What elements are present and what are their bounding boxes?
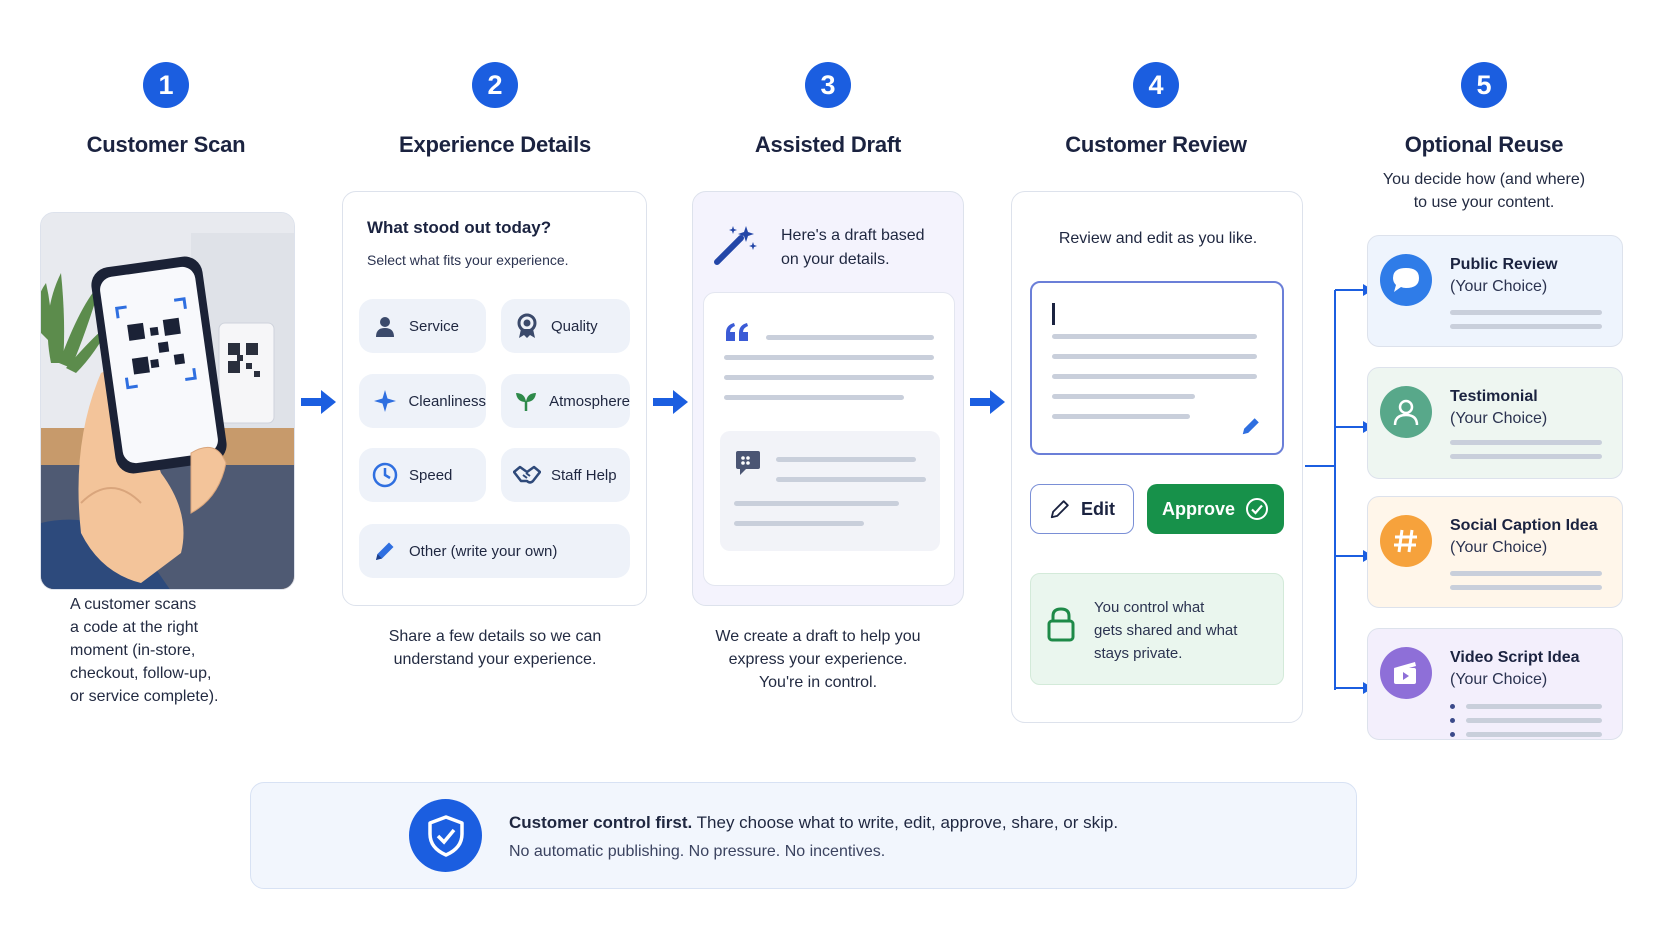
step-title: Assisted Draft (754, 132, 902, 157)
banner-line-2: No automatic publishing. No pressure. No… (509, 843, 886, 860)
clock-icon (371, 461, 399, 489)
reuse-testimonial[interactable]: Testimonial (Your Choice) (1367, 367, 1623, 479)
chip-quality[interactable]: Quality (501, 299, 630, 353)
step-number: 2 (472, 62, 518, 108)
arrow-right-icon (970, 390, 1005, 414)
comment-icon (734, 449, 762, 482)
edit-button[interactable]: Edit (1030, 484, 1134, 534)
person-icon (371, 312, 399, 340)
draft-caption: We create a draft to help you express yo… (715, 628, 921, 691)
hashtag-icon (1380, 515, 1432, 567)
arrow-right-icon (301, 390, 336, 414)
customer-control-banner: Customer control first. They choose what… (250, 782, 1357, 889)
experience-details-card: What stood out today? Select what fits y… (342, 191, 647, 606)
scan-caption: A customer scans a code at the right mom… (70, 596, 219, 705)
sparkle-icon (371, 387, 398, 415)
reuse-intro: You decide how (and where) to use your c… (1382, 171, 1586, 211)
lock-icon (1047, 606, 1075, 647)
details-subheading: Select what fits your experience. (367, 252, 569, 268)
step-title: Customer Scan (86, 132, 246, 157)
reuse-public-review[interactable]: Public Review (Your Choice) (1367, 235, 1623, 347)
arrow-right-icon (653, 390, 688, 414)
details-heading: What stood out today? (367, 218, 552, 237)
step-5-header: 5 Optional Reuse (1334, 62, 1634, 158)
privacy-note: You control what gets shared and what st… (1030, 573, 1284, 685)
shield-check-icon (409, 799, 482, 872)
quote-icon (724, 321, 750, 348)
reuse-video-script[interactable]: Video Script Idea (Your Choice) (1367, 628, 1623, 740)
step-number: 4 (1133, 62, 1179, 108)
customer-review-card: Review and edit as you like. Edit Approv… (1011, 191, 1303, 723)
draft-snippet (720, 431, 940, 551)
details-caption: Share a few details so we can understand… (388, 628, 602, 668)
chat-bubble-icon (1380, 254, 1432, 306)
magic-wand-icon (713, 222, 759, 273)
reuse-social-caption[interactable]: Social Caption Idea (Your Choice) (1367, 496, 1623, 608)
user-icon (1380, 386, 1432, 438)
leaf-icon (513, 387, 539, 415)
check-circle-icon (1245, 497, 1269, 521)
step-2-header: 2 Experience Details (345, 62, 645, 158)
text-cursor (1052, 303, 1055, 325)
customer-scan-photo (40, 212, 295, 590)
chip-speed[interactable]: Speed (359, 448, 486, 502)
chip-staff-help[interactable]: Staff Help (501, 448, 630, 502)
handshake-icon (513, 461, 541, 489)
chip-cleanliness[interactable]: Cleanliness (359, 374, 486, 428)
step-3-header: 3 Assisted Draft (678, 62, 978, 158)
branch-connector (1305, 284, 1373, 694)
pencil-icon (371, 537, 399, 565)
chip-other[interactable]: Other (write your own) (359, 524, 630, 578)
step-number: 5 (1461, 62, 1507, 108)
step-title: Customer Review (1065, 132, 1247, 157)
draft-intro: Here's a draft based on your details. (781, 227, 925, 268)
step-number: 1 (143, 62, 189, 108)
chip-service[interactable]: Service (359, 299, 486, 353)
award-icon (513, 312, 541, 340)
banner-line-1: Customer control first. They choose what… (509, 813, 1119, 832)
approve-button[interactable]: Approve (1147, 484, 1284, 534)
step-title: Experience Details (398, 132, 592, 157)
step-number: 3 (805, 62, 851, 108)
review-intro: Review and edit as you like. (1058, 230, 1258, 247)
chip-atmosphere[interactable]: Atmosphere (501, 374, 630, 428)
phone-scan-illustration (41, 213, 294, 589)
pencil-outline-icon (1049, 498, 1071, 520)
step-title: Optional Reuse (1404, 132, 1564, 157)
video-icon (1380, 647, 1432, 699)
assisted-draft-card: Here's a draft based on your details. (692, 191, 964, 606)
step-1-header: 1 Customer Scan (16, 62, 316, 158)
pencil-icon[interactable] (1240, 415, 1262, 442)
review-text-editor[interactable] (1030, 281, 1284, 455)
draft-preview (703, 292, 955, 586)
step-4-header: 4 Customer Review (1006, 62, 1306, 158)
